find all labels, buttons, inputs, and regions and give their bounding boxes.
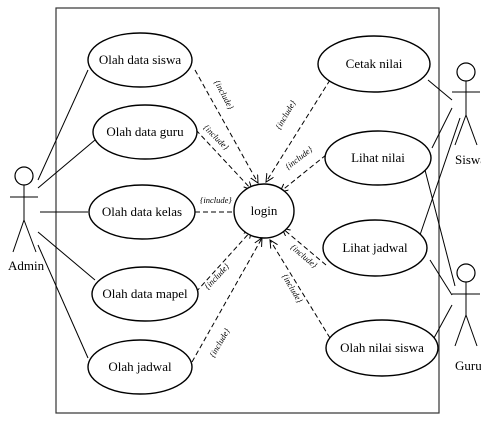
assoc-siswa-cetak-nilai (427, 79, 453, 101)
assoc-siswa-lihat-nilai (431, 107, 453, 149)
assoc-guru-olah-nilai-siswa (433, 304, 453, 339)
assoc-guru-lihat-nilai (424, 169, 456, 287)
use-case-olah-data-guru[interactable]: Olah data guru (92, 104, 198, 160)
actor-admin-label: Admin (8, 258, 45, 273)
actor-siswa: Siswa (452, 62, 481, 167)
include-arrow-cetak-nilai (266, 79, 331, 182)
include-arrow-olah-jadwal (191, 238, 262, 363)
include-arrow-lihat-nilai (280, 154, 327, 192)
include-arrow-lihat-jadwal (282, 228, 327, 266)
assoc-siswa-lihat-jadwal (419, 117, 461, 236)
include-arrow-olah-nilai-siswa (270, 240, 331, 339)
use-case-lihat-jadwal[interactable]: Lihat jadwal (322, 219, 428, 277)
use-case-olah-data-kelas-label: Olah data kelas (102, 204, 182, 219)
use-case-olah-data-mapel-label: Olah data mapel (102, 286, 188, 301)
actor-siswa-label: Siswa (455, 152, 481, 167)
assoc-admin-olah-jadwal (37, 244, 89, 359)
assoc-admin-olah-data-siswa (37, 69, 89, 181)
use-case-lihat-nilai-label: Lihat nilai (351, 150, 405, 165)
include-label-olah-nilai-siswa: {include} (280, 272, 305, 305)
system-boundary (55, 7, 440, 414)
use-case-olah-jadwal[interactable]: Olah jadwal (87, 339, 193, 395)
use-case-olah-data-siswa[interactable]: Olah data siswa (87, 32, 193, 88)
actor-admin: Admin (8, 166, 45, 273)
assoc-admin-olah-data-mapel (37, 231, 96, 281)
use-case-login-label: login (251, 203, 278, 218)
use-case-lihat-jadwal-label: Lihat jadwal (342, 240, 408, 255)
use-case-cetak-nilai-label: Cetak nilai (346, 56, 403, 71)
actor-guru-label: Guru (455, 358, 481, 373)
use-case-olah-nilai-siswa-label: Olah nilai siswa (340, 340, 424, 355)
use-case-cetak-nilai[interactable]: Cetak nilai (317, 35, 431, 93)
include-label-olah-jadwal: {include} (207, 326, 232, 359)
actor-guru: Guru (452, 263, 481, 373)
include-arrow-olah-data-guru (195, 129, 252, 190)
use-case-olah-data-guru-label: Olah data guru (106, 124, 184, 139)
include-arrow-olah-data-siswa (194, 69, 258, 183)
include-label-cetak-nilai: {include} (273, 98, 298, 131)
use-case-olah-nilai-siswa[interactable]: Olah nilai siswa (325, 319, 439, 377)
use-case-login[interactable]: login (233, 183, 295, 239)
include-arrow-olah-data-mapel (195, 230, 252, 293)
include-label-olah-data-kelas: {include} (200, 195, 232, 205)
use-case-olah-data-mapel[interactable]: Olah data mapel (91, 266, 199, 322)
use-case-lihat-nilai[interactable]: Lihat nilai (324, 130, 432, 186)
use-case-olah-jadwal-label: Olah jadwal (108, 359, 172, 374)
use-case-olah-data-siswa-label: Olah data siswa (99, 52, 182, 67)
assoc-admin-olah-data-guru (37, 139, 96, 189)
include-label-olah-data-mapel: {include} (202, 261, 231, 292)
use-case-olah-data-kelas[interactable]: Olah data kelas (88, 184, 196, 240)
assoc-guru-lihat-jadwal (429, 259, 453, 296)
